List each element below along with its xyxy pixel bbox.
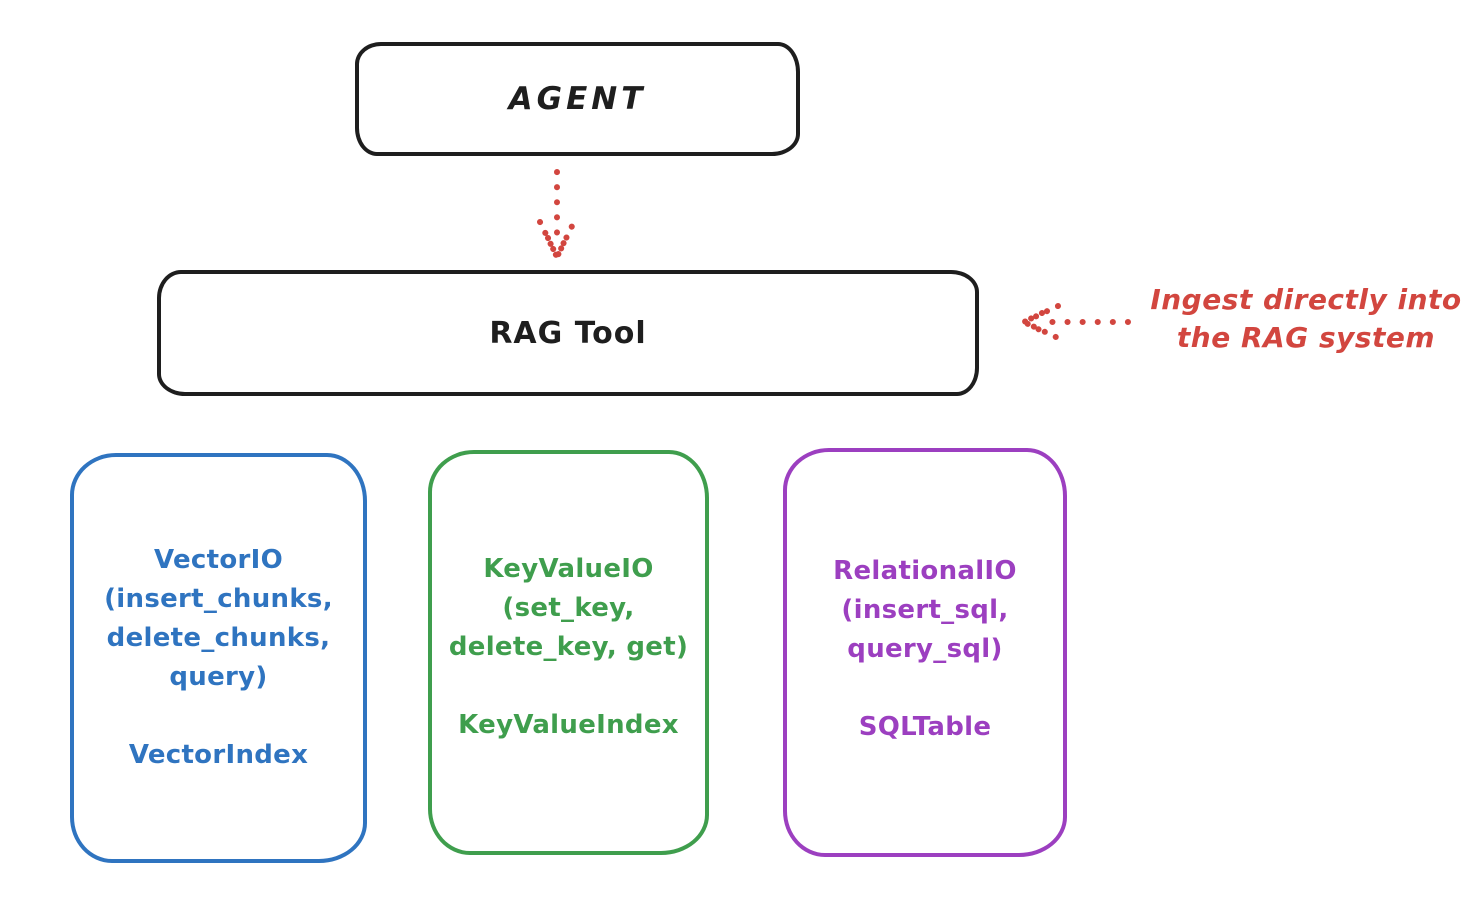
- vector-io-methods-line2: delete_chunks,: [106, 623, 331, 653]
- rag-tool-box: RAG Tool: [157, 270, 979, 396]
- keyvalue-io-methods-line2: delete_key, get): [448, 632, 689, 662]
- vector-io-methods-line3: query): [169, 662, 268, 692]
- vector-io-card: VectorIO (insert_chunks, delete_chunks, …: [70, 453, 367, 863]
- agent-label: AGENT: [508, 81, 647, 117]
- ingest-annotation-line2: the RAG system: [1176, 321, 1436, 354]
- rag-tool-label: RAG Tool: [489, 315, 647, 351]
- vector-io-title: VectorIO: [153, 545, 284, 575]
- keyvalue-io-title: KeyValueIO: [483, 554, 654, 584]
- ingest-annotation-line1: Ingest directly into: [1150, 283, 1462, 316]
- vector-io-methods-line1: (insert_chunks,: [104, 584, 333, 614]
- relational-io-card: RelationalIO (insert_sql, query_sql) SQL…: [783, 448, 1067, 857]
- ingest-arrow-icon: [1016, 303, 1131, 341]
- relational-io-methods-line1: (insert_sql,: [841, 595, 1009, 625]
- agent-box: AGENT: [355, 42, 800, 156]
- vector-index-label: VectorIndex: [128, 740, 309, 770]
- keyvalue-io-card: KeyValueIO (set_key, delete_key, get) Ke…: [428, 450, 709, 855]
- sql-table-label: SQLTable: [858, 712, 992, 742]
- keyvalue-io-methods-line1: (set_key,: [502, 593, 635, 623]
- agent-to-ragtool-arrow-icon: [537, 169, 577, 265]
- ingest-annotation: Ingest directly into the RAG system: [1132, 281, 1480, 357]
- keyvalue-index-label: KeyValueIndex: [458, 710, 679, 740]
- relational-io-methods-line2: query_sql): [847, 634, 1003, 664]
- relational-io-title: RelationalIO: [833, 556, 1017, 586]
